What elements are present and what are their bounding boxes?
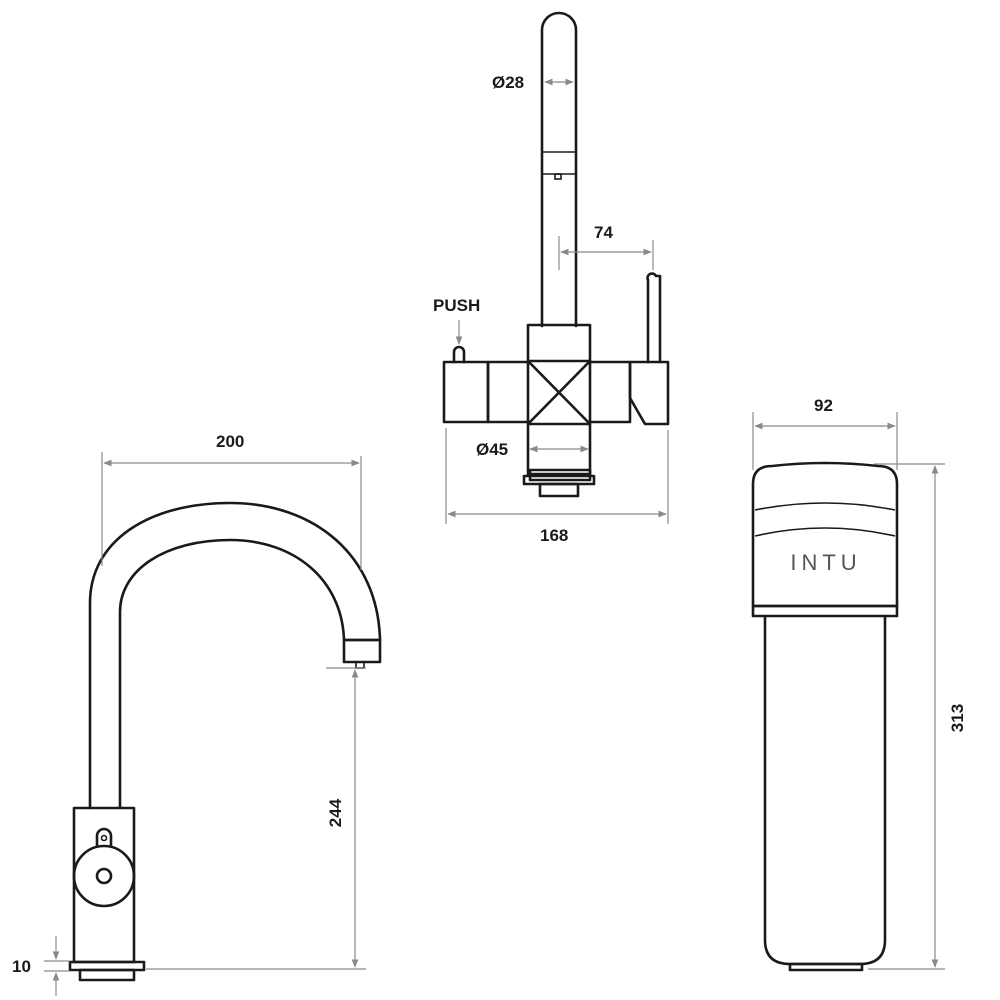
tap-front-view: Ø28 74 PUSH Ø45 168: [433, 11, 670, 545]
side-knob-dot: [100, 834, 108, 842]
filter-unit: INTU 92 313: [751, 396, 967, 972]
side-knob: [72, 844, 136, 908]
filter-head-seam-upper: [754, 502, 896, 511]
label-body-diameter: Ø45: [476, 440, 508, 459]
filter-foot: [788, 962, 864, 972]
label-spout-height: 244: [326, 798, 345, 827]
label-filter-width: 92: [814, 396, 833, 415]
label-base-height: 10: [12, 957, 31, 976]
gooseneck-outer: [88, 501, 382, 810]
gooseneck-inner: [118, 538, 346, 810]
tap-side-view: 200 244 10: [12, 432, 382, 996]
filter-brand-logo: INTU: [790, 550, 861, 575]
spout-nozzle: [554, 173, 562, 180]
lever-handle: [646, 272, 662, 364]
filter-head-seam-lower: [754, 527, 896, 537]
filter-head: [751, 461, 899, 608]
push-button: [452, 345, 466, 364]
spout-tube: [540, 11, 578, 328]
filter-collar: [751, 604, 899, 618]
body-top-collar: [526, 323, 592, 363]
push-housing: [442, 360, 490, 424]
side-knob-top: [95, 827, 113, 848]
body-cross: [526, 359, 592, 426]
lever-base: [628, 360, 670, 426]
label-body-width: 168: [540, 526, 568, 545]
label-spout-diameter: Ø28: [492, 73, 524, 92]
label-spout-offset: 74: [594, 223, 613, 242]
left-arm: [486, 360, 530, 424]
side-knob-center: [95, 867, 113, 885]
label-push: PUSH: [433, 296, 480, 315]
side-nozzle: [342, 638, 382, 664]
side-body: [72, 806, 136, 964]
filter-cartridge: [763, 614, 887, 966]
side-base-foot: [78, 968, 136, 982]
right-arm: [588, 360, 632, 424]
body-bottom-collar: [526, 422, 592, 476]
label-reach: 200: [216, 432, 244, 451]
bottom-thread: [538, 482, 580, 498]
label-filter-height: 313: [948, 704, 967, 732]
